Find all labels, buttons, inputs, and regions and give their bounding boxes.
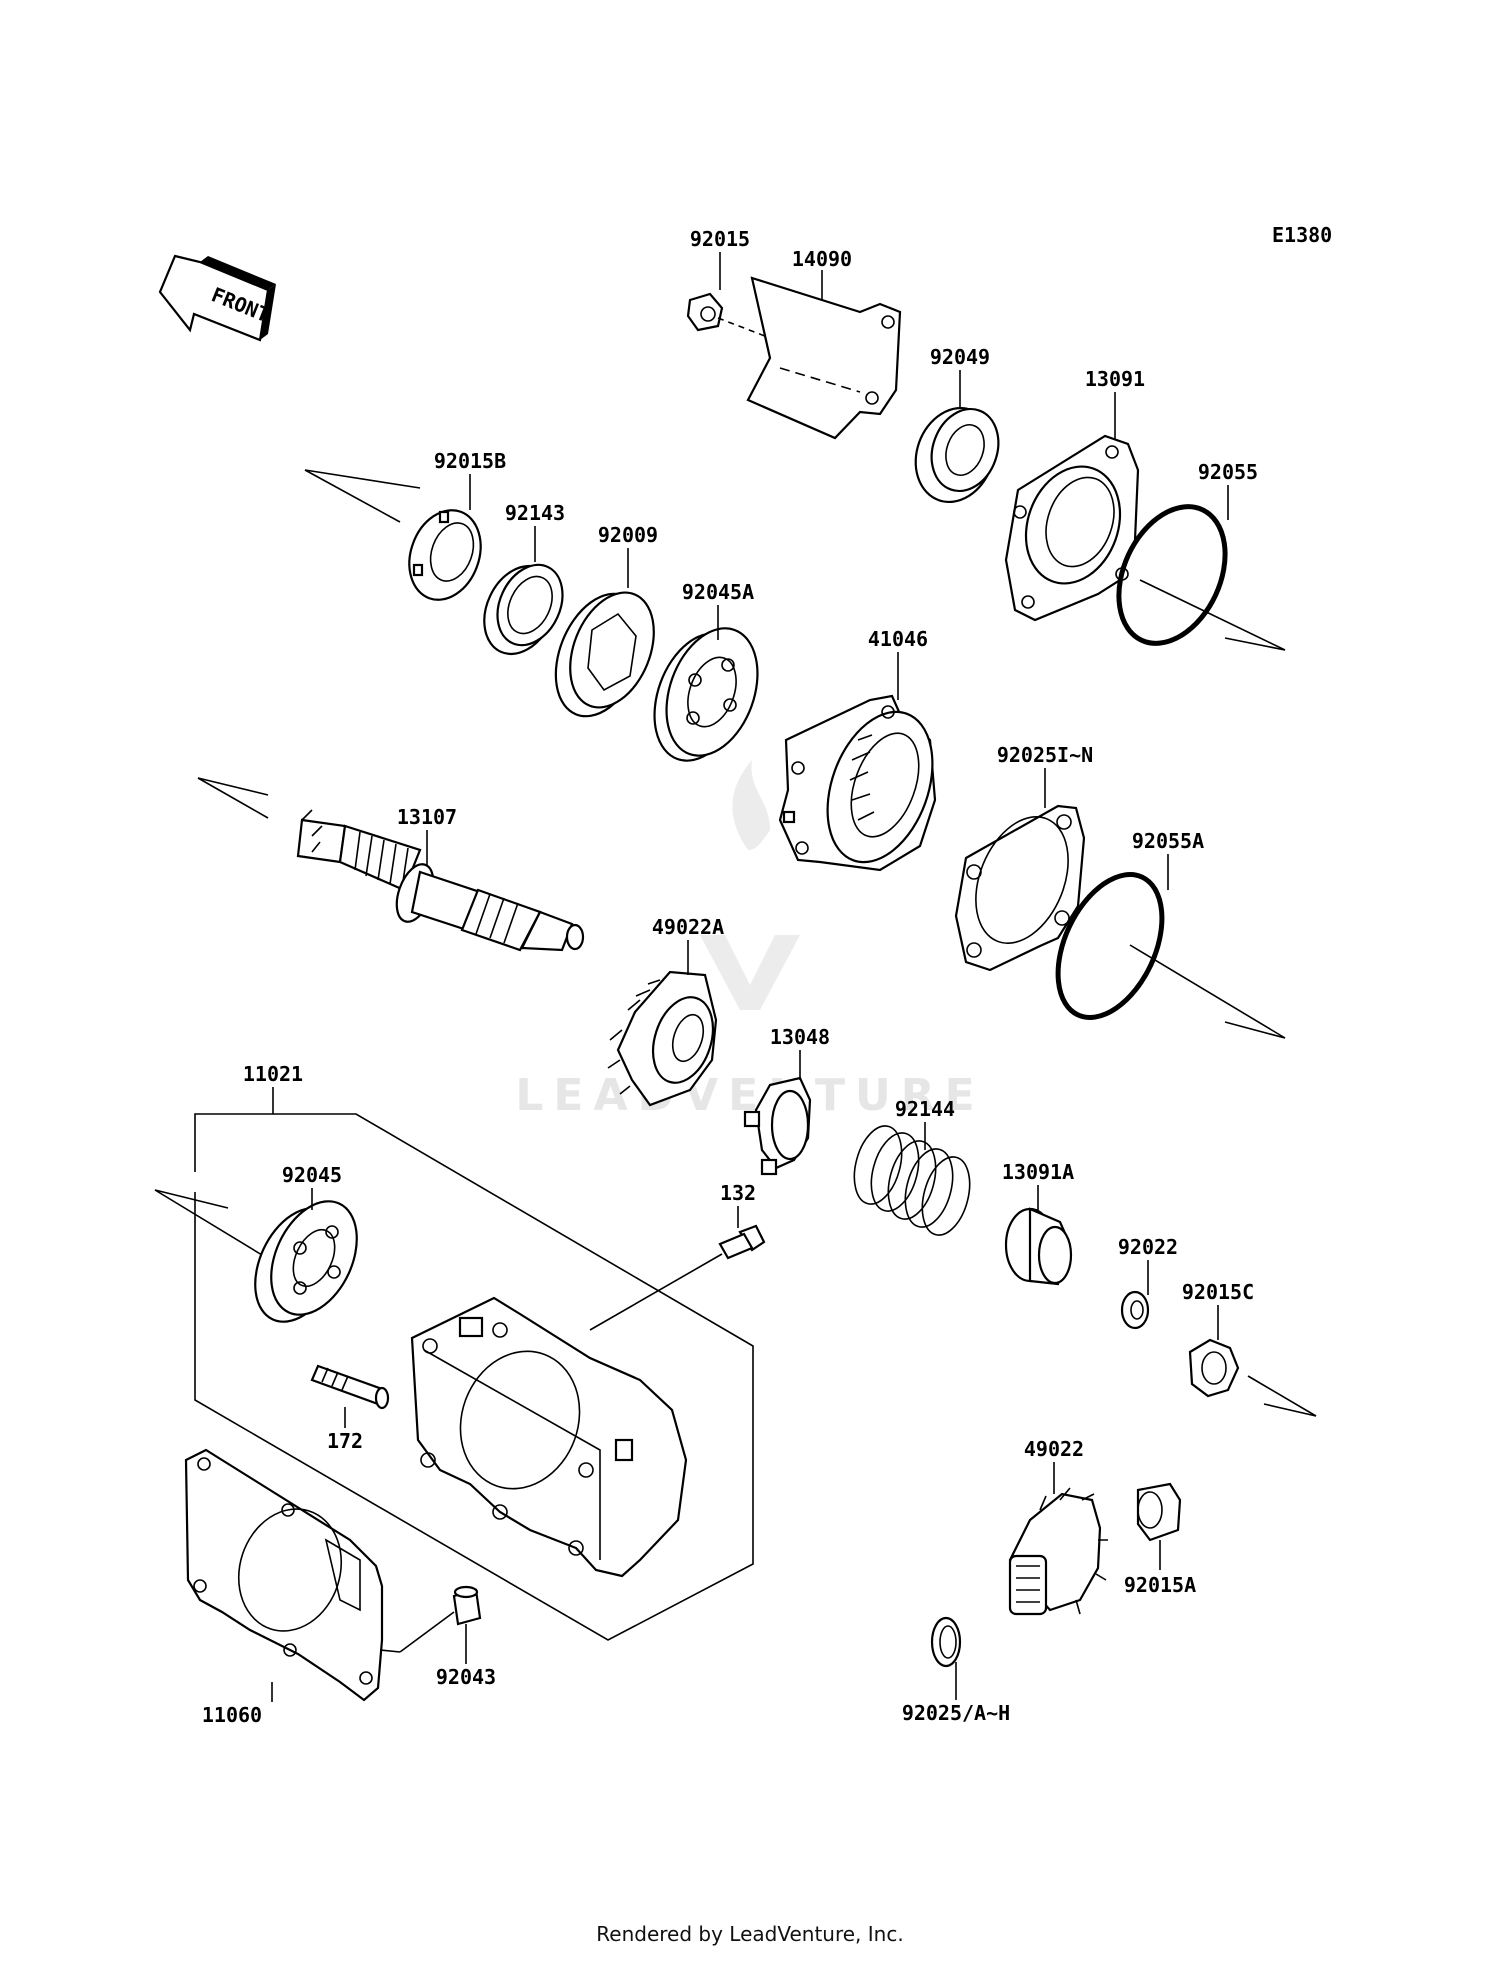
part-92015-nut bbox=[686, 292, 771, 339]
part-172-stud bbox=[310, 1364, 390, 1428]
label-13048[interactable]: 13048 bbox=[770, 1025, 830, 1049]
label-92045[interactable]: 92045 bbox=[282, 1163, 342, 1187]
part-14090-guard bbox=[746, 276, 902, 440]
part-92144-spring bbox=[853, 1125, 971, 1236]
label-92022[interactable]: 92022 bbox=[1118, 1235, 1178, 1259]
label-92009[interactable]: 92009 bbox=[598, 523, 658, 547]
label-13091A[interactable]: 13091A bbox=[1002, 1160, 1074, 1184]
label-49022[interactable]: 49022 bbox=[1024, 1437, 1084, 1461]
label-92025IN[interactable]: 92025I~N bbox=[997, 743, 1093, 767]
part-92055A-oring bbox=[1055, 872, 1286, 1039]
label-92049[interactable]: 92049 bbox=[930, 345, 990, 369]
part-92009-plate bbox=[554, 591, 655, 718]
label-92144[interactable]: 92144 bbox=[895, 1097, 955, 1121]
part-gear-case bbox=[410, 1296, 688, 1578]
label-11060[interactable]: 11060 bbox=[202, 1703, 262, 1727]
label-49022A[interactable]: 49022A bbox=[652, 915, 724, 939]
part-132-bolt bbox=[589, 1224, 766, 1331]
label-92055A[interactable]: 92055A bbox=[1132, 829, 1204, 853]
part-13091-housing bbox=[1004, 434, 1140, 622]
part-92015C-nut bbox=[1188, 1338, 1317, 1417]
label-41046[interactable]: 41046 bbox=[868, 627, 928, 651]
part-41046-housing bbox=[778, 694, 937, 872]
leader-92015B-b bbox=[304, 469, 401, 523]
part-92022-washer bbox=[1120, 1290, 1150, 1330]
part-92025IN-gasket bbox=[954, 804, 1086, 972]
label-92015[interactable]: 92015 bbox=[690, 227, 750, 251]
part-92015A-nut bbox=[1136, 1482, 1182, 1570]
label-132[interactable]: 132 bbox=[720, 1181, 756, 1205]
part-11021-assembly-outline bbox=[194, 1113, 754, 1641]
front-arrow-icon: FRONT bbox=[158, 254, 276, 342]
label-92143[interactable]: 92143 bbox=[505, 501, 565, 525]
part-92045A-bearing bbox=[653, 627, 759, 762]
diagram-code: E1380 bbox=[1272, 223, 1332, 247]
part-13091A-collar bbox=[1004, 1207, 1073, 1286]
part-49022-gear bbox=[1008, 1462, 1108, 1616]
part-13048-coupling bbox=[743, 1076, 812, 1176]
leader-92015B-a bbox=[304, 469, 421, 489]
part-92143-collar bbox=[483, 563, 564, 656]
label-172[interactable]: 172 bbox=[327, 1429, 363, 1453]
part-92025AH-shim bbox=[930, 1616, 962, 1700]
label-92025AH[interactable]: 92025/A~H bbox=[902, 1701, 1010, 1725]
part-92055-oring bbox=[1116, 504, 1286, 651]
part-92043-dowel bbox=[379, 1585, 482, 1664]
label-13107[interactable]: 13107 bbox=[397, 805, 457, 829]
label-92055[interactable]: 92055 bbox=[1198, 460, 1258, 484]
part-92049-seal bbox=[914, 406, 1000, 504]
label-92015C[interactable]: 92015C bbox=[1182, 1280, 1254, 1304]
label-13091[interactable]: 13091 bbox=[1085, 367, 1145, 391]
part-92015B-locknut bbox=[408, 509, 482, 601]
label-92043[interactable]: 92043 bbox=[436, 1665, 496, 1689]
part-13107-shaft bbox=[197, 777, 585, 952]
part-92045-bearing bbox=[154, 1189, 358, 1323]
footer-credit: Rendered by LeadVenture, Inc. bbox=[596, 1922, 904, 1946]
label-14090[interactable]: 14090 bbox=[792, 247, 852, 271]
label-92015B[interactable]: 92015B bbox=[434, 449, 506, 473]
label-92045A[interactable]: 92045A bbox=[682, 580, 754, 604]
part-11060-gasket bbox=[184, 1448, 384, 1702]
label-92015A[interactable]: 92015A bbox=[1124, 1573, 1196, 1597]
label-11021[interactable]: 11021 bbox=[243, 1062, 303, 1086]
